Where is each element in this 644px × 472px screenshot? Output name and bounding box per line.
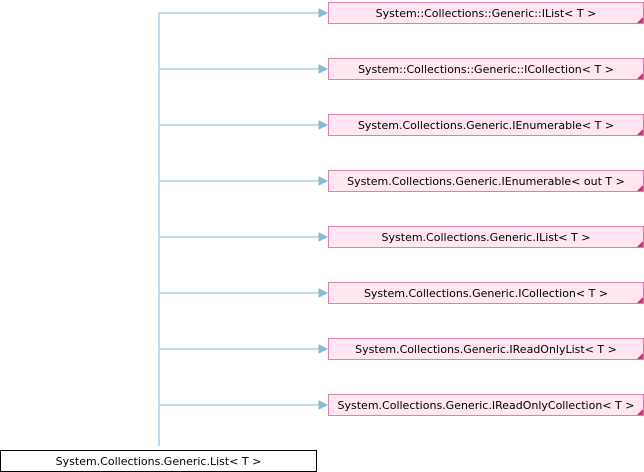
interface-node-3[interactable]: System.Collections.Generic.IEnumerable< … xyxy=(328,114,644,136)
edge-arrowhead xyxy=(318,232,329,242)
interface-node-8[interactable]: System.Collections.Generic.IReadOnlyColl… xyxy=(328,394,644,416)
main-class-label: System.Collections.Generic.List< T > xyxy=(55,455,262,468)
interface-label: System.Collections.Generic.ICollection< … xyxy=(363,287,609,300)
edge-arrowhead xyxy=(318,344,329,354)
edge-arrowhead xyxy=(318,64,329,74)
node-corner-mark xyxy=(637,353,643,359)
edge-arrowhead xyxy=(318,120,329,130)
interface-label: System::Collections::Generic::ICollectio… xyxy=(358,63,614,76)
interface-label: System.Collections.Generic.IList< T > xyxy=(381,231,591,244)
node-corner-mark xyxy=(637,17,643,23)
node-corner-mark xyxy=(637,241,643,247)
node-corner-mark xyxy=(637,73,643,79)
node-corner-mark xyxy=(637,185,643,191)
interface-node-2[interactable]: System::Collections::Generic::ICollectio… xyxy=(328,58,644,80)
interface-node-7[interactable]: System.Collections.Generic.IReadOnlyList… xyxy=(328,338,644,360)
interface-label: System::Collections::Generic::IList< T > xyxy=(375,7,597,20)
interface-node-1[interactable]: System::Collections::Generic::IList< T > xyxy=(328,2,644,24)
interface-label: System.Collections.Generic.IReadOnlyList… xyxy=(355,343,617,356)
main-class-node[interactable]: System.Collections.Generic.List< T > xyxy=(0,450,317,472)
node-corner-mark xyxy=(637,409,643,415)
edge-arrowhead xyxy=(318,176,329,186)
interface-node-4[interactable]: System.Collections.Generic.IEnumerable< … xyxy=(328,170,644,192)
node-corner-mark xyxy=(637,297,643,303)
interface-label: System.Collections.Generic.IEnumerable< … xyxy=(357,119,615,132)
edge-arrowhead xyxy=(318,400,329,410)
edge-arrowhead xyxy=(318,8,329,18)
interface-node-6[interactable]: System.Collections.Generic.ICollection< … xyxy=(328,282,644,304)
interface-label: System.Collections.Generic.IReadOnlyColl… xyxy=(337,399,635,412)
interface-node-5[interactable]: System.Collections.Generic.IList< T > xyxy=(328,226,644,248)
interface-label: System.Collections.Generic.IEnumerable< … xyxy=(347,175,625,188)
edge-arrowhead xyxy=(318,288,329,298)
node-corner-mark xyxy=(637,129,643,135)
